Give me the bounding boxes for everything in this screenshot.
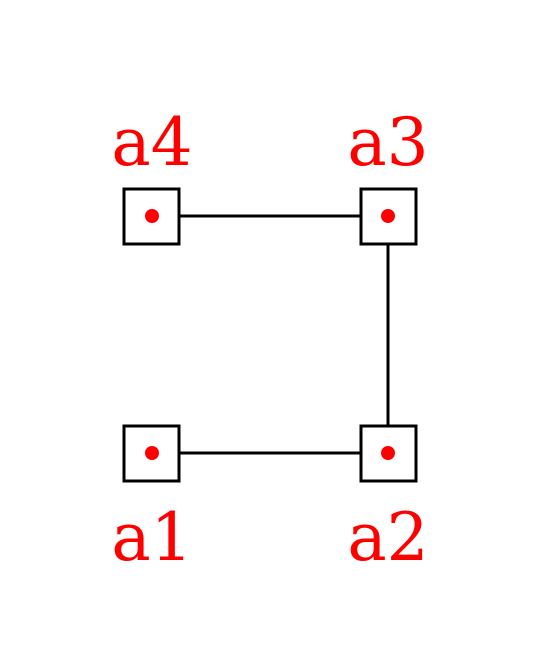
node-label-a3: a3: [347, 104, 428, 181]
node-label-a1: a1: [111, 499, 192, 576]
node-a3: a3: [347, 104, 429, 246]
node-a2: a2: [347, 424, 429, 576]
node-dot: [145, 209, 159, 223]
edges: [179, 214, 390, 455]
node-label-a4: a4: [111, 104, 192, 181]
node-a4: a4: [111, 104, 193, 246]
node-dot: [381, 209, 395, 223]
node-label-a2: a2: [347, 499, 428, 576]
node-a1: a1: [111, 424, 193, 576]
node-dot: [381, 446, 395, 460]
node-dot: [145, 446, 159, 460]
